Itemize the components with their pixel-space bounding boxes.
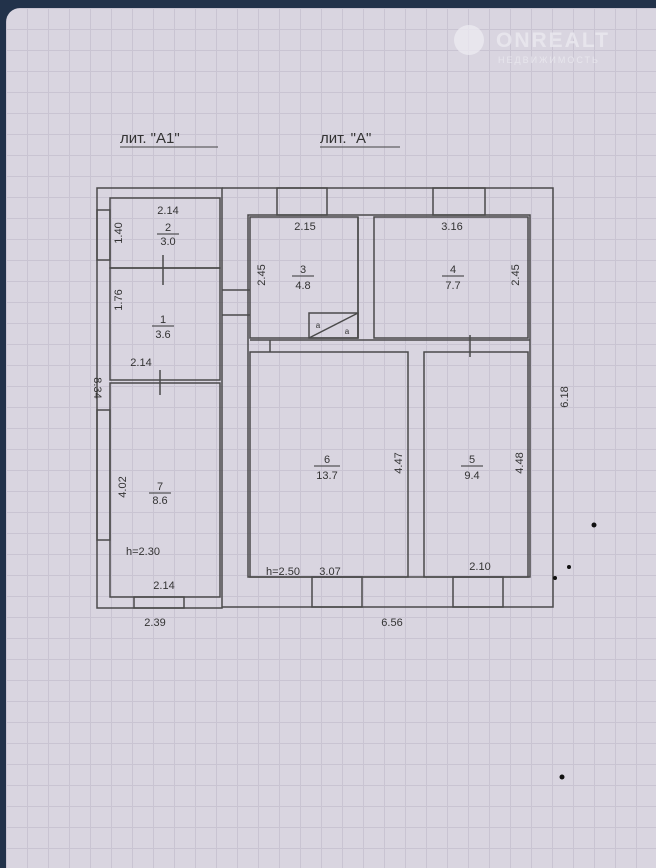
a1-length: 8.34 (91, 377, 103, 398)
room-7-length: 4.02 (117, 476, 129, 497)
room-4-number: 4 (450, 264, 456, 276)
room-3-width: 2.15 (294, 221, 315, 233)
room-5-length: 4.48 (514, 452, 526, 473)
a-width: 6.56 (381, 617, 402, 629)
svg-text:ONREALT: ONREALT (496, 29, 610, 52)
room-7-height: h=2.30 (126, 546, 160, 558)
room-1-width: 2.14 (130, 357, 151, 369)
room-6-height: h=2.50 (266, 566, 300, 578)
walls (96, 187, 554, 609)
stair-mark: a (316, 321, 321, 330)
a1-width: 2.39 (144, 617, 165, 629)
room-5-width: 2.10 (469, 561, 490, 573)
room-1-number: 1 (160, 314, 166, 326)
room-7-area: 8.6 (152, 495, 167, 507)
room-7-number: 7 (157, 481, 163, 493)
room-6-area: 13.7 (316, 470, 337, 482)
svg-text:НЕДВИЖИМОСТЬ: НЕДВИЖИМОСТЬ (498, 55, 600, 65)
room-4-width: 3.16 (441, 221, 462, 233)
watermark-logo: ONREALT НЕДВИЖИМОСТЬ (454, 25, 610, 65)
room-4-length: 2.45 (510, 264, 522, 285)
room-2-area: 3.0 (160, 236, 175, 248)
heading-lit-a1: лит. "А1" (120, 130, 180, 147)
room-5-number: 5 (469, 454, 475, 466)
room-1-area: 3.6 (155, 329, 170, 341)
heading-lit-a: лит. "А" (320, 130, 371, 147)
ink-dots (553, 522, 597, 780)
room-1-length: 1.76 (113, 289, 125, 310)
room-7-width: 2.14 (153, 580, 174, 592)
room-3-length: 2.45 (256, 264, 268, 285)
room-6-width: 3.07 (319, 566, 340, 578)
stair-mark: a (345, 327, 350, 336)
room-6-number: 6 (324, 454, 330, 466)
room-4-area: 7.7 (445, 280, 460, 292)
room-6-length: 4.47 (393, 452, 405, 473)
room-2-length: 1.40 (113, 222, 125, 243)
a-length: 6.18 (559, 386, 571, 407)
room-2-width: 2.14 (157, 205, 178, 217)
room-2-number: 2 (165, 222, 171, 234)
room-3-area: 4.8 (295, 280, 310, 292)
room-3-number: 3 (300, 264, 306, 276)
room-5-area: 9.4 (464, 470, 479, 482)
plan-sheet (6, 8, 656, 868)
